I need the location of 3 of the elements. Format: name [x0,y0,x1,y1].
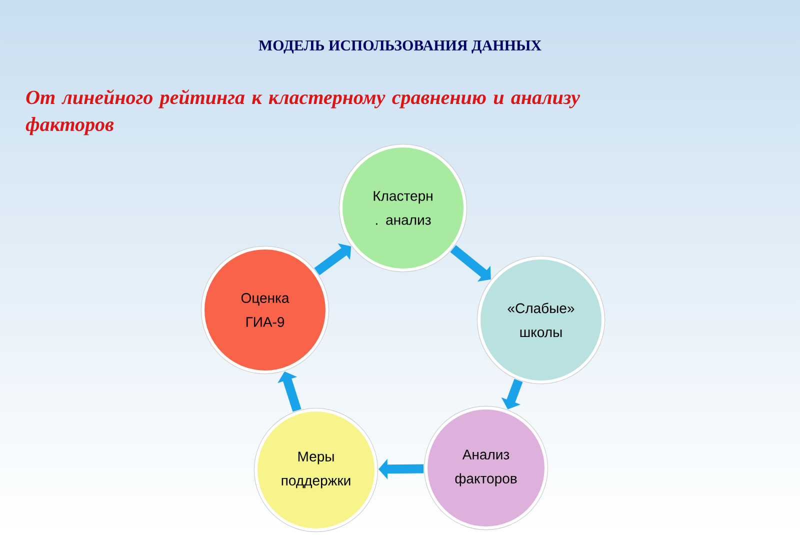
arrow [314,243,352,276]
title: МОДЕЛЬ ИСПОЛЬЗОВАНИЯ ДАННЫХ [258,40,542,54]
subtitle: От линейного рейтинга к кластерному сравнению и анализу факторов [26,90,580,136]
